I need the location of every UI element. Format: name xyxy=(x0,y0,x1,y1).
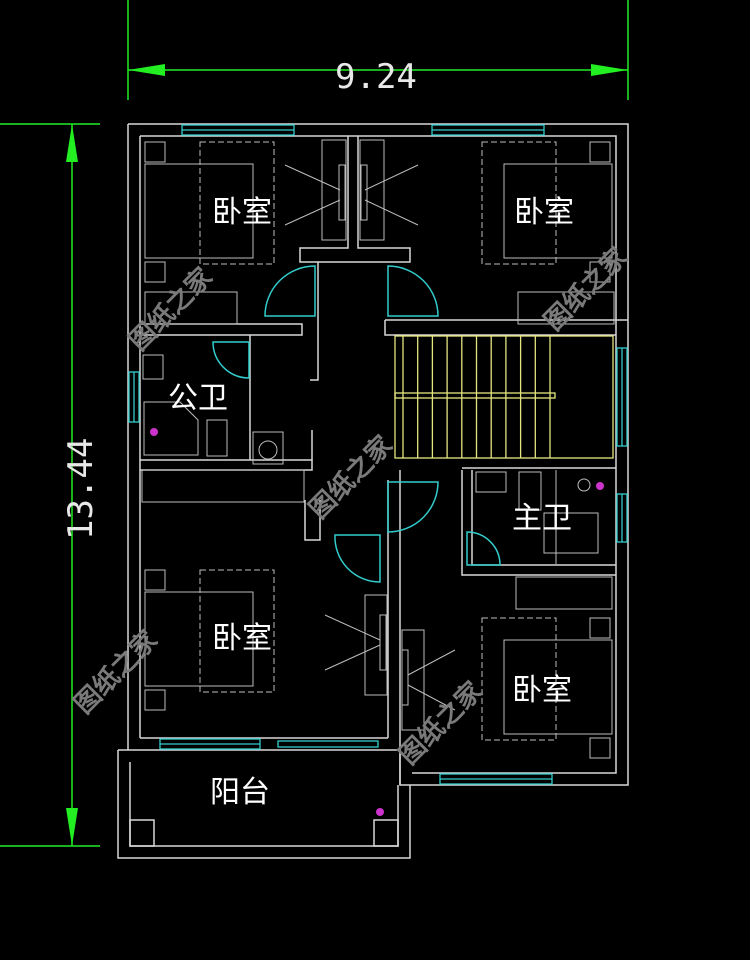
arrow-right-icon xyxy=(591,64,628,76)
windows xyxy=(128,124,628,785)
fixture-marker-icon xyxy=(150,428,158,436)
dimension-height: 13.44 xyxy=(0,123,101,847)
watermark: 图纸之家 xyxy=(393,675,488,770)
label-bedroom-top-left: 卧室 xyxy=(212,195,272,230)
watermark: 图纸之家 xyxy=(303,429,398,524)
label-public-bathroom: 公卫 xyxy=(168,381,228,416)
watermark: 图纸之家 xyxy=(68,624,163,719)
label-bedroom-top-right: 卧室 xyxy=(514,195,574,230)
dimension-width: 9.24 xyxy=(127,0,629,100)
room-labels: 卧室 卧室 卧室 卧室 公卫 主卫 阳台 xyxy=(168,195,574,810)
label-balcony: 阳台 xyxy=(210,775,270,810)
fixture-marker-icon xyxy=(596,482,604,490)
doors xyxy=(212,265,501,583)
arrow-up-icon xyxy=(66,124,78,162)
arrow-left-icon xyxy=(128,64,165,76)
arrow-down-icon xyxy=(66,808,78,846)
height-label: 13.44 xyxy=(61,438,101,540)
label-master-bathroom: 主卫 xyxy=(512,501,572,536)
staircase xyxy=(394,335,614,459)
watermark: 图纸之家 xyxy=(538,241,633,336)
furniture xyxy=(141,139,615,816)
label-bedroom-bottom-left: 卧室 xyxy=(212,621,272,656)
label-bedroom-bottom-right: 卧室 xyxy=(512,673,572,708)
exterior-walls xyxy=(117,123,629,859)
watermark: 图纸之家 xyxy=(123,261,218,356)
fixture-marker-icon xyxy=(376,808,384,816)
width-label: 9.24 xyxy=(335,57,417,97)
